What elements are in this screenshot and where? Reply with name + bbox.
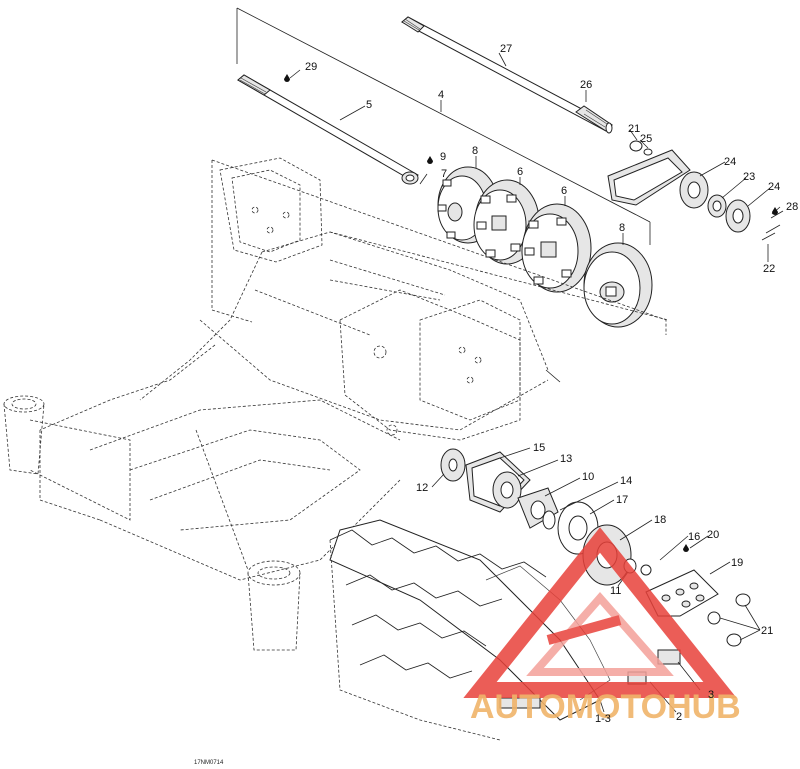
callout-9: 9 (440, 151, 446, 163)
callout-10: 10 (582, 471, 594, 483)
sprocket-6-second (521, 203, 592, 293)
callout-25: 25 (640, 133, 652, 145)
callout-8: 8 (472, 145, 478, 157)
callout-24: 24 (768, 181, 780, 193)
callout-21: 21 (628, 123, 640, 135)
callout-3: 3 (708, 689, 714, 701)
callout-1-3: 1-3 (595, 713, 611, 725)
callout-13: 13 (560, 453, 572, 465)
callout-21: 21 (761, 625, 773, 637)
callout-14: 14 (620, 475, 632, 487)
axle-group-frame (236, 7, 651, 245)
callout-8: 8 (619, 222, 625, 234)
lower-group-frame (329, 231, 669, 383)
callout-4: 4 (438, 89, 444, 101)
callout-12: 12 (416, 482, 428, 494)
callout-24: 24 (724, 156, 736, 168)
lower-drive-shaft (237, 74, 419, 185)
chassis-frame (3, 157, 667, 651)
callout-23: 23 (743, 171, 755, 183)
drawing-code: 17NM0714 (194, 760, 224, 766)
callout-26: 26 (580, 79, 592, 91)
callout-2: 2 (676, 711, 682, 723)
upper-drive-shaft (401, 16, 613, 134)
callout-6: 6 (517, 166, 523, 178)
callout-5: 5 (366, 99, 372, 111)
watermark-brand-text: AUTOMOTOHUB (470, 688, 741, 726)
callout-19: 19 (731, 557, 743, 569)
callout-29: 29 (305, 61, 317, 73)
watermark-logo (463, 527, 737, 698)
bracket-plate (645, 569, 751, 647)
callout-7: 7 (441, 168, 447, 180)
callout-15: 15 (533, 442, 545, 454)
callout-18: 18 (654, 514, 666, 526)
callout-16: 16 (688, 531, 700, 543)
sprocket-8-right (583, 242, 653, 328)
callout-11: 11 (610, 585, 621, 597)
callout-6: 6 (561, 185, 567, 197)
callout-22: 22 (763, 263, 775, 275)
callout-labels: 27 29 26 5 4 21 25 9 8 7 6 24 6 23 24 28… (305, 43, 798, 725)
oil-drop-icon (284, 74, 778, 552)
watermark-text: AUTOMOTOHUB (470, 688, 741, 726)
callout-20: 20 (707, 529, 719, 541)
callout-27: 27 (500, 43, 512, 55)
callout-17: 17 (616, 494, 628, 506)
upper-bearing-housing (607, 140, 784, 241)
callout-28: 28 (786, 201, 798, 213)
